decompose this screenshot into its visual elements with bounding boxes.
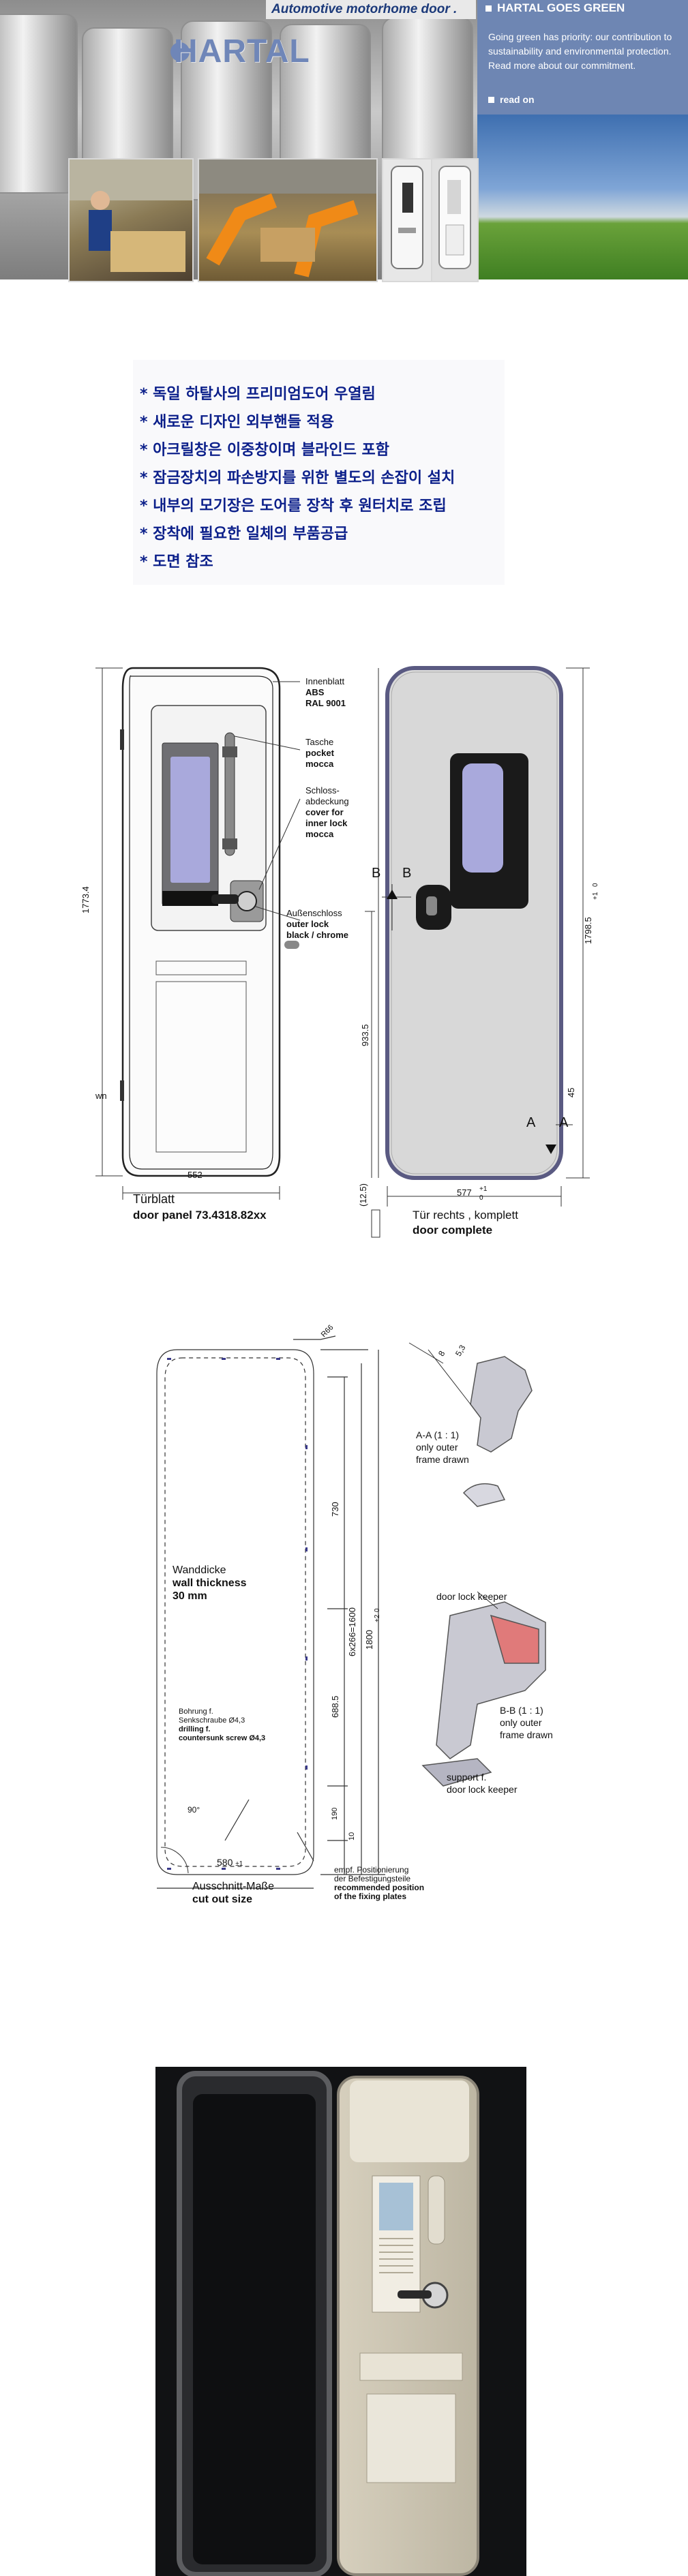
- label-schloss: Schloss-: [305, 785, 340, 795]
- brand-logo[interactable]: HARTAL: [174, 33, 310, 70]
- dim-1798-tol-bot: 0: [592, 883, 599, 887]
- dim-1798-tol-top: +1: [592, 892, 599, 900]
- label-mocca: mocca: [305, 759, 334, 769]
- door-thumbnail-1[interactable]: [382, 158, 432, 282]
- label-tasche: Tasche: [305, 737, 334, 747]
- door-technical-drawing: [27, 600, 610, 1241]
- label-drilling: drilling f.: [179, 1725, 211, 1733]
- label-door-lock-keeper: door lock keeper: [436, 1591, 507, 1602]
- label-abs: ABS: [305, 687, 325, 697]
- label-aa-frame-drawn: frame drawn: [416, 1454, 469, 1465]
- robot-assembly-photo: [198, 158, 378, 282]
- label-black-chrome: black / chrome: [286, 930, 349, 940]
- label-recommended: recommended position: [334, 1883, 425, 1892]
- dim-45: 45: [566, 1087, 576, 1097]
- label-ral: RAL 9001: [305, 698, 346, 708]
- label-inner-lock: inner lock: [305, 818, 348, 828]
- label-support: support f.: [447, 1772, 487, 1783]
- feature-item: * 새로운 디자인 외부핸들 적용: [140, 414, 335, 431]
- door-slab-image: [0, 14, 78, 194]
- dim-688: 688.5: [330, 1695, 340, 1718]
- label-bb-section: B-B (1 : 1): [500, 1705, 543, 1716]
- label-outer-lock: outer lock: [286, 919, 329, 929]
- dim-577: 577: [457, 1187, 472, 1198]
- dim-12-5: (12.5): [358, 1183, 368, 1207]
- green-title[interactable]: HARTAL GOES GREEN: [485, 1, 625, 15]
- title-door-panel: door panel 73.4318.82xx: [133, 1209, 267, 1222]
- door-thumbnail-2[interactable]: [431, 158, 479, 282]
- section-a-right: A: [559, 1115, 569, 1130]
- green-description: Going green has priority: our contributi…: [488, 31, 672, 71]
- dim-6x266: 6x266=1600: [347, 1607, 357, 1656]
- feature-item: * 내부의 모기장은 도어를 장착 후 원터치로 조립: [140, 498, 447, 515]
- bullet-square-icon: [488, 97, 494, 103]
- feature-item: * 아크릴창은 이중창이며 블라인드 포함: [140, 442, 389, 459]
- dim-1800-tol-bot: 0: [374, 1608, 381, 1612]
- header-tagline: Automotive motorhome door .: [266, 0, 476, 19]
- section-b-left: B: [372, 866, 381, 881]
- section-b-right: B: [402, 866, 412, 881]
- dim-577-tol-bot: 0: [479, 1194, 483, 1202]
- label-cover: cover for: [305, 807, 344, 817]
- dim-90: 90°: [188, 1805, 200, 1815]
- label-wanddicke: Wanddicke: [173, 1564, 226, 1576]
- label-support-keeper: door lock keeper: [447, 1784, 518, 1795]
- dim-1800: 1800: [364, 1630, 374, 1650]
- dim-190: 190: [331, 1807, 339, 1820]
- label-bohrung: Bohrung f.: [179, 1708, 213, 1716]
- label-abdeckung: abdeckung: [305, 796, 349, 806]
- label-innenblatt: Innenblatt: [305, 676, 345, 686]
- dim-1798: 1798.5: [583, 917, 593, 944]
- dim-1800-tol-top: +2: [374, 1614, 381, 1622]
- label-fixing-plates: of the fixing plates: [334, 1892, 407, 1901]
- features-box: [133, 360, 505, 585]
- dim-1773: 1773.4: [80, 886, 91, 913]
- label-aussenschloss: Außenschloss: [286, 908, 342, 918]
- label-aa-only-outer: only outer: [416, 1442, 458, 1453]
- green-field-image: [477, 115, 688, 279]
- label-bb-only-outer: only outer: [500, 1717, 542, 1728]
- label-empf: empf. Positionierung: [334, 1865, 409, 1875]
- label-mocca-2: mocca: [305, 829, 334, 839]
- label-countersunk: countersunk screw Ø4,3: [179, 1734, 266, 1742]
- label-wall-thickness: wall thickness: [173, 1577, 247, 1589]
- read-on-link[interactable]: read on: [488, 94, 535, 105]
- label-wn: wn: [95, 1091, 107, 1101]
- label-befestigung: der Befestigungsteile: [334, 1874, 411, 1883]
- feature-item: * 잠금장치의 파손방지를 위한 별도의 손잡이 설치: [140, 470, 455, 487]
- feature-item: * 독일 하탈사의 프리미엄도어 우열림: [140, 386, 376, 403]
- label-30mm: 30 mm: [173, 1590, 207, 1602]
- title-cut-out: cut out size: [192, 1894, 253, 1905]
- label-aa-section: A-A (1 : 1): [416, 1429, 460, 1440]
- label-pocket: pocket: [305, 748, 334, 758]
- dim-580: 580 ±1: [217, 1857, 243, 1868]
- feature-item: * 장착에 필요한 일체의 부품공급: [140, 526, 348, 543]
- label-bb-frame-drawn: frame drawn: [500, 1729, 553, 1740]
- title-turblatt: Türblatt: [133, 1192, 175, 1206]
- dim-933: 933.5: [360, 1024, 370, 1046]
- cutout-technical-drawing: [136, 1322, 566, 2045]
- label-senkschraube: Senkschraube Ø4,3: [179, 1716, 245, 1725]
- dim-552: 552: [188, 1170, 203, 1180]
- dim-730: 730: [330, 1502, 340, 1517]
- bullet-square-icon: [485, 5, 492, 12]
- open-door-photo: [155, 2067, 526, 2576]
- section-a-left: A: [526, 1115, 536, 1130]
- logo-mark-icon: [170, 42, 190, 61]
- green-info-panel: [477, 0, 688, 115]
- feature-item: * 도면 참조: [140, 554, 213, 571]
- dim-577-tol-top: +1: [479, 1185, 488, 1193]
- factory-worker-photo: [68, 158, 194, 282]
- title-tur-rechts: Tür rechts , komplett: [413, 1209, 518, 1222]
- dim-10: 10: [348, 1832, 356, 1840]
- title-ausschnitt: Ausschnitt-Maße: [192, 1881, 275, 1892]
- title-door-complete: door complete: [413, 1224, 493, 1237]
